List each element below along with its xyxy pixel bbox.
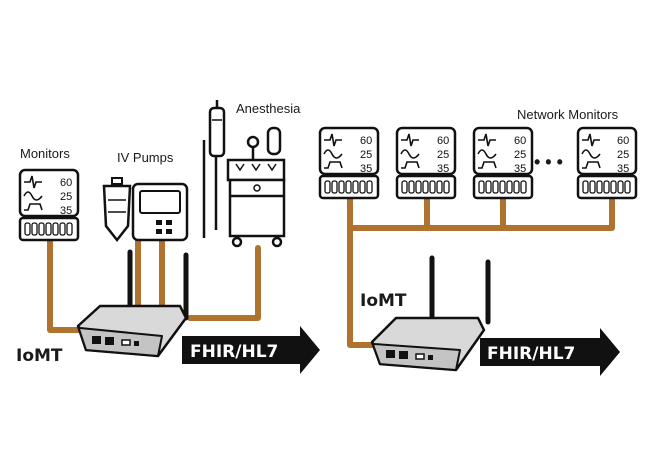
network-monitor-3-value-2: 25 xyxy=(514,149,526,161)
iomt-gateway-left xyxy=(76,249,189,358)
network-monitor-2-value-2: 25 xyxy=(437,149,449,161)
iomt-gateway-right xyxy=(370,255,491,372)
cable-network-bus xyxy=(347,195,615,231)
label-fhir-right: FHIR/HL7 xyxy=(487,344,575,364)
label-anesthesia: Anesthesia xyxy=(236,101,301,116)
label-iomt-right: IoMT xyxy=(360,291,407,311)
label-monitors: Monitors xyxy=(20,146,70,161)
patient-monitor-left: 60 25 35 xyxy=(18,168,80,242)
anesthesia-machine xyxy=(202,100,286,248)
label-network-monitors: Network Monitors xyxy=(517,107,619,122)
network-monitor-1-value-3: 35 xyxy=(360,163,372,175)
network-monitor-1-value-2: 25 xyxy=(360,149,372,161)
label-fhir-left: FHIR/HL7 xyxy=(190,342,278,362)
network-monitor-4-value-1: 60 xyxy=(617,135,629,147)
ellipsis-more-monitors: • • • xyxy=(534,152,563,172)
cable-network-down xyxy=(347,225,381,348)
label-iomt-left: IoMT xyxy=(16,346,63,366)
fhir-arrow-right: FHIR/HL7 xyxy=(480,328,620,376)
network-monitor-3: 60 25 35 xyxy=(472,126,534,200)
iv-pump xyxy=(102,177,189,243)
fhir-arrow-left: FHIR/HL7 xyxy=(182,326,320,374)
monitor-left-value-1: 60 xyxy=(60,177,72,189)
network-monitor-2-value-1: 60 xyxy=(437,135,449,147)
network-monitor-2: 60 25 35 xyxy=(395,126,457,200)
network-monitor-1: 60 25 35 xyxy=(318,126,380,200)
cable-anesthesia xyxy=(187,245,261,321)
network-monitor-2-value-3: 35 xyxy=(437,163,449,175)
network-monitor-1-value-1: 60 xyxy=(360,135,372,147)
network-monitor-3-value-3: 35 xyxy=(514,163,526,175)
network-monitor-4: 60 25 35 xyxy=(576,126,638,200)
network-monitor-3-value-1: 60 xyxy=(514,135,526,147)
monitor-left-value-2: 25 xyxy=(60,191,72,203)
network-monitor-4-value-3: 35 xyxy=(617,163,629,175)
monitor-left-value-3: 35 xyxy=(60,205,72,217)
network-monitor-4-value-2: 25 xyxy=(617,149,629,161)
label-iv-pumps: IV Pumps xyxy=(117,150,174,165)
